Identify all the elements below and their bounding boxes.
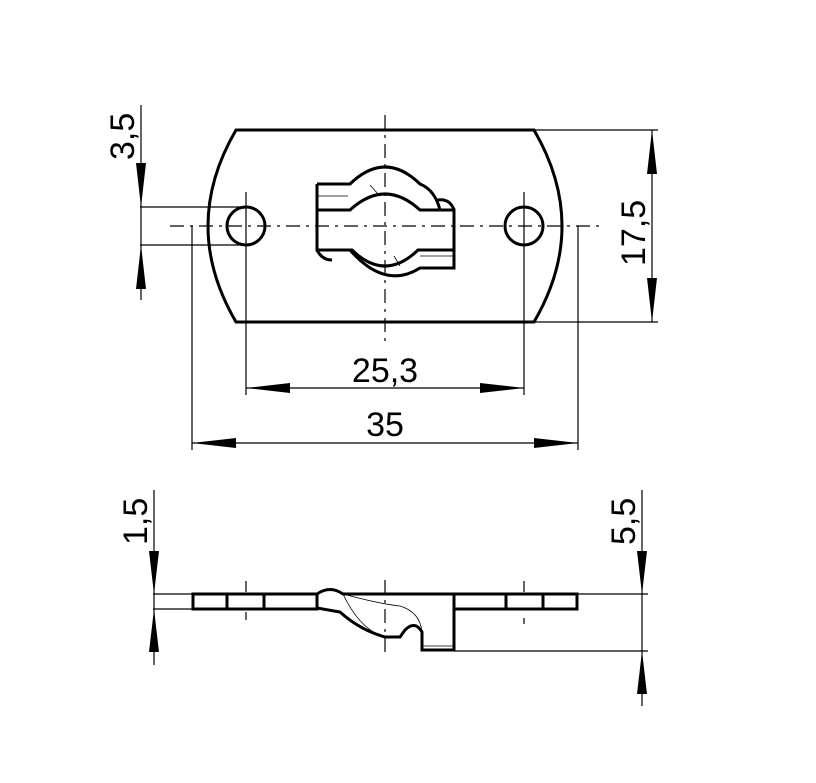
dim-overall-width: 17,5 (534, 129, 658, 323)
dim-label-overall-length: 35 (366, 406, 404, 444)
dim-hole-diameter: 3,5 (104, 105, 246, 300)
dim-label-plate-thickness: 1,5 (117, 498, 155, 545)
bayonet-keyhole (315, 165, 456, 278)
dim-label-overall-width: 17,5 (615, 200, 653, 266)
dim-label-hole-diameter: 3,5 (104, 113, 142, 160)
dim-overall-length: 35 (191, 226, 579, 450)
dim-label-overall-height: 5,5 (605, 498, 643, 545)
dim-overall-height: 5,5 (454, 490, 648, 706)
dim-hole-spacing: 25,3 (246, 352, 524, 393)
side-section-view (191, 580, 579, 655)
dim-label-hole-spacing: 25,3 (352, 352, 418, 390)
dim-plate-thickness: 1,5 (117, 490, 193, 665)
